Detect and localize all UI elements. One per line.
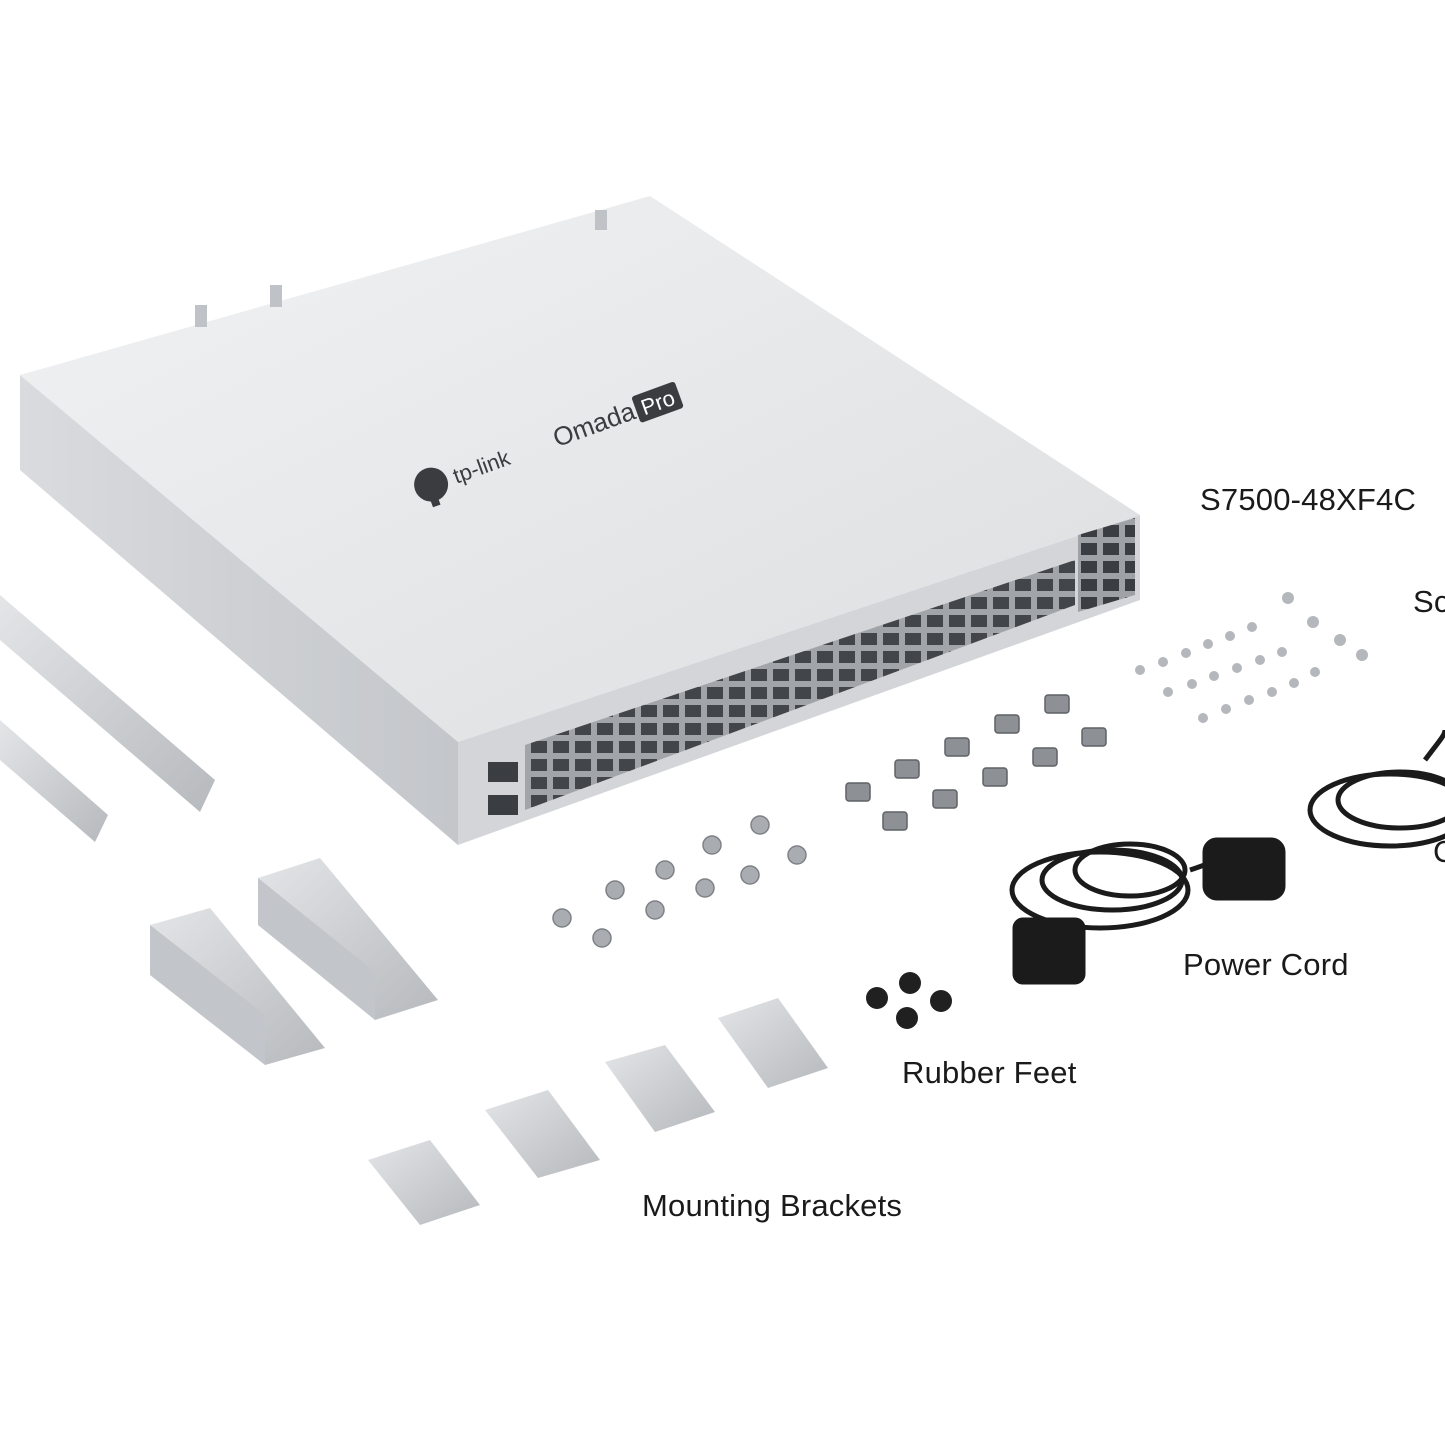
product-name-label: S7500-48XF4C xyxy=(1200,482,1417,517)
rack-rail-icon xyxy=(0,595,215,842)
screws-label: Sc xyxy=(1413,584,1445,619)
rubber-feet-label: Rubber Feet xyxy=(902,1055,1077,1090)
bracket-icon xyxy=(150,858,438,1065)
screw-icon xyxy=(1135,592,1368,723)
bracket-icon xyxy=(368,998,828,1225)
mounting-brackets-label: Mounting Brackets xyxy=(642,1188,903,1223)
switch-chassis xyxy=(20,196,1140,845)
rubber-foot-icon xyxy=(866,972,952,1029)
power-cord-icon xyxy=(1307,729,1445,849)
power-cord-label: Power Cord xyxy=(1183,947,1349,982)
screw-icon xyxy=(552,815,807,948)
cord-label-partial: C xyxy=(1433,834,1445,869)
cage-nut-icon xyxy=(845,694,1107,831)
power-cord-icon xyxy=(1009,837,1286,985)
